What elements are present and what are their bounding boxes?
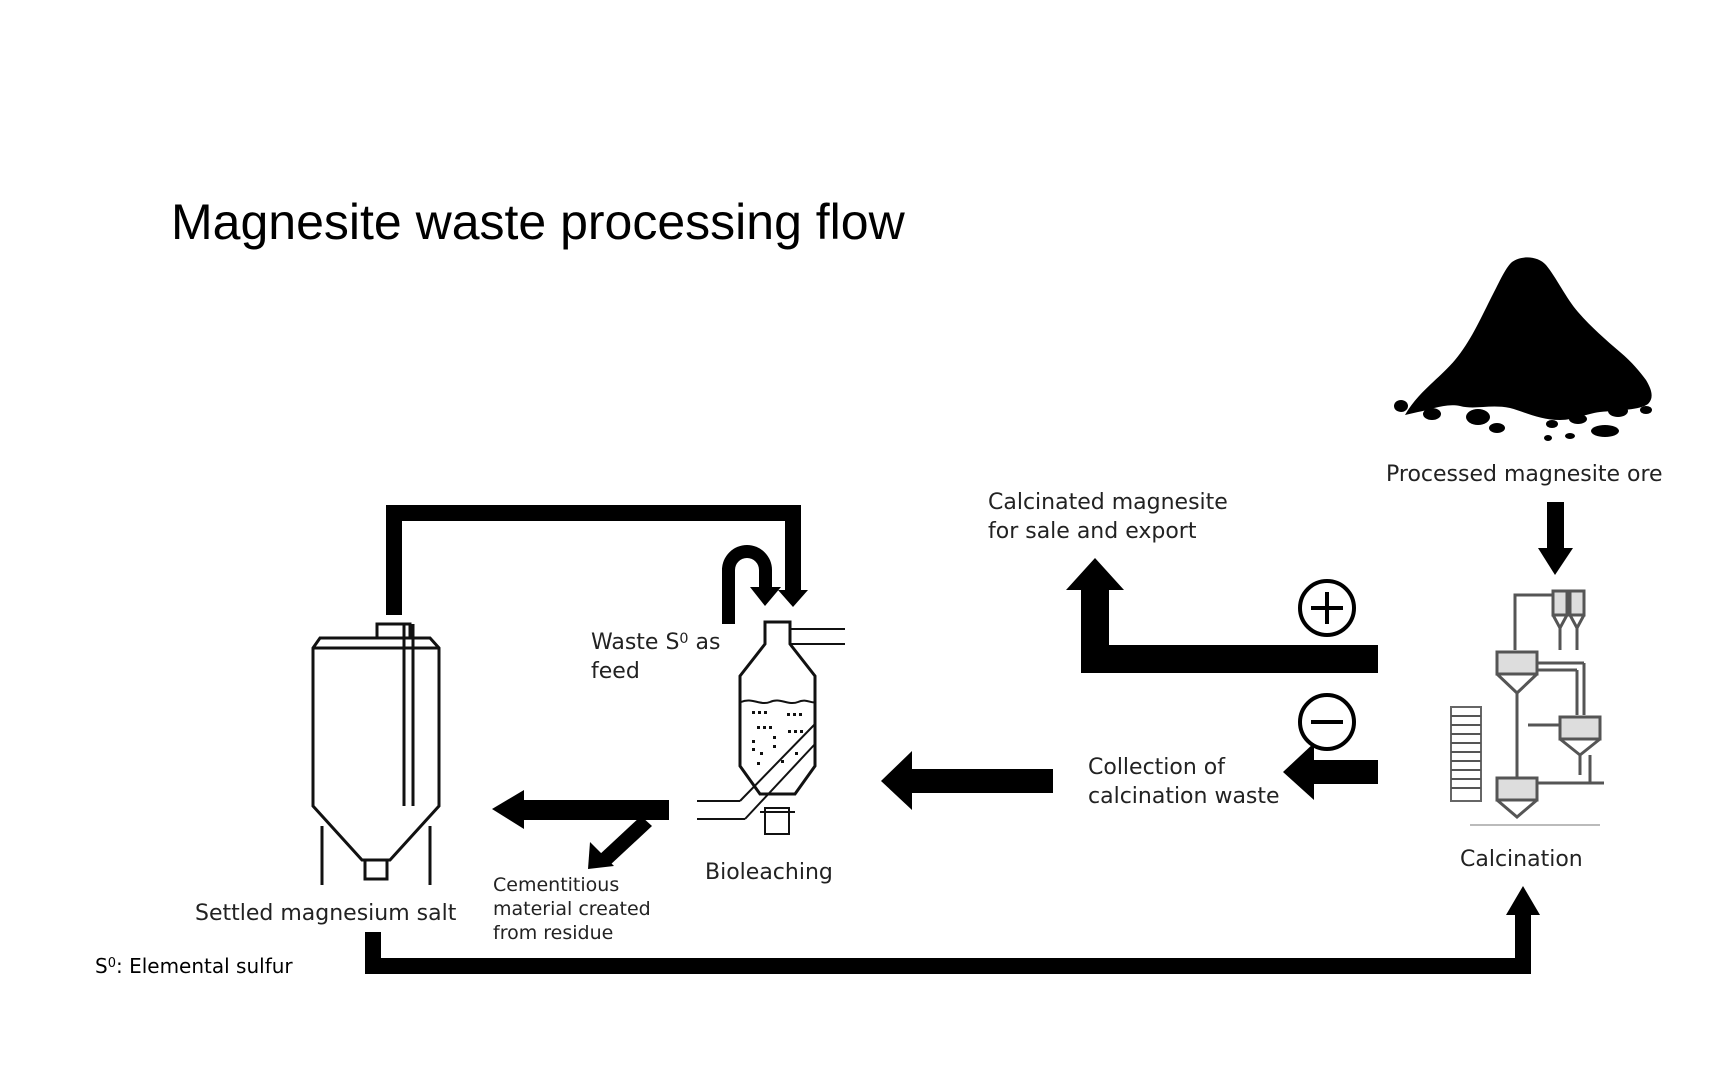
bioleaching-label: Bioleaching <box>705 860 833 885</box>
bioleaching-reactor-icon <box>697 620 845 835</box>
ore-to-calcination-arrow <box>1538 502 1573 575</box>
cementitious-label-line2: material created <box>493 898 651 920</box>
settler-to-calcination-arrow <box>365 886 1540 974</box>
waste-feed-label-line1: Waste S0 as <box>591 630 721 655</box>
collection-to-bioleaching-arrow <box>881 751 1053 810</box>
ore-label: Processed magnesite ore <box>1386 462 1663 487</box>
cementitious-label-line3: from residue <box>493 922 614 944</box>
cementitious-label-line1: Cementitious <box>493 874 620 896</box>
calcination-label: Calcination <box>1460 847 1583 872</box>
minus-icon <box>1298 693 1356 751</box>
calcinated-label-line2: for sale and export <box>988 519 1197 544</box>
calcinated-label-line1: Calcinated magnesite <box>988 490 1228 515</box>
ore-pile-icon <box>1394 257 1652 441</box>
waste-feed-label-line2: feed <box>591 659 640 684</box>
sulfur-feed-u-arrow <box>722 545 781 624</box>
waste-collection-arrow <box>1283 743 1378 800</box>
calcination-plant-icon <box>1450 589 1604 826</box>
diagram-title: Magnesite waste processing flow <box>171 194 905 250</box>
bioleaching-to-settler-arrow <box>492 790 669 869</box>
settler-tank-icon <box>311 622 441 885</box>
sale-export-arrow <box>1066 558 1378 673</box>
collection-label-line1: Collection of <box>1088 755 1226 780</box>
settled-label: Settled magnesium salt <box>195 901 457 926</box>
plus-icon <box>1298 579 1356 637</box>
settler-to-reactor-loop-arrow <box>386 505 808 615</box>
collection-label-line2: calcination waste <box>1088 784 1280 809</box>
footnote: S0: Elemental sulfur <box>95 954 293 978</box>
